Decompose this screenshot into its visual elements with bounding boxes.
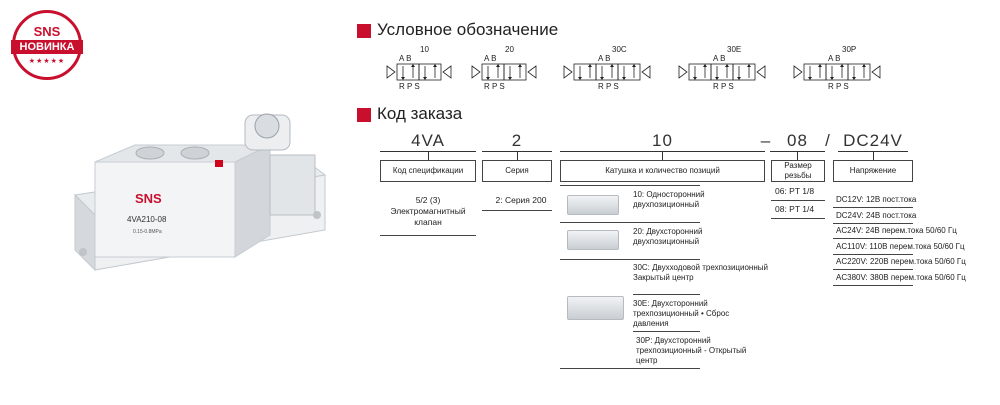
row-line [833,207,913,208]
row-line [560,185,700,186]
voltage-row: AC24V: 24В перем.тока 50/60 Гц [836,226,957,235]
code-coil: 10 [652,131,673,150]
symbols-title: Условное обозначение [377,20,559,39]
symbol-10 [386,63,452,81]
symbol-30C [563,63,651,81]
symbol-ports-bottom: R P S [828,82,849,91]
product-brand: SNS [135,191,162,206]
symbol-20 [471,63,537,81]
row-line [633,331,700,332]
voltage-row: AC110V: 110В перем.тока 50/60 Гц [836,241,965,251]
code-voltage: DC24V [843,131,903,150]
symbol-code: 10 [420,45,429,54]
symbol-30P [793,63,881,81]
coil-row-30p: 30P: Двухсторонний трехпозиционный - Отк… [636,336,747,365]
header-series: Серия [482,160,552,182]
voltage-row: AC220V: 220В перем.тока 50/60 Гц [836,257,966,266]
row-line [633,294,700,295]
symbol-ports-bottom: R P S [399,82,420,91]
code-slash: / [825,131,831,150]
valve-thumbnail [567,296,624,320]
connector [873,151,874,160]
symbol-code: 30P [842,45,857,54]
row-line [560,259,700,260]
badge-brand: SNS [33,24,61,39]
row-line [833,222,913,224]
thread-row-06: 06: PT 1/8 [775,186,815,196]
row-line [560,368,700,369]
header-coil: Катушка и количество позиций [560,160,765,182]
symbol-30E [678,63,766,81]
connector [662,151,663,160]
symbol-code: 30C [612,45,627,54]
coil-row-30e: 30E: Двухсторонний трехпозиционный • Сбр… [633,299,730,328]
connector [797,151,798,160]
symbol-ports-top: A B [828,54,841,63]
row-line [833,269,913,270]
header-thread: Размер резьбы [771,160,825,182]
code-series: 2 [511,131,523,150]
symbol-ports-bottom: R P S [484,82,505,91]
valve-thumbnail [567,230,619,250]
header-voltage: Напряжение [833,160,913,182]
symbol-ports-top: A B [484,54,497,63]
symbol-code: 30E [727,45,742,54]
coil-row-20: 20: Двухсторонний двухпозиционный [633,227,703,246]
section-marker [357,108,371,122]
row-line [380,235,476,236]
badge-stars: ★★★★★ [28,58,66,65]
symbol-ports-top: A B [399,54,412,63]
voltage-row: DC24V: 24В пост.тока [836,210,917,220]
row-line [833,253,913,255]
series-value: 2: Серия 200 [495,195,547,205]
symbol-ports-top: A B [598,54,611,63]
thread-row-08: 08: PT 1/4 [775,204,815,214]
row-line [560,222,700,223]
row-line [482,210,552,211]
connector [428,151,429,160]
voltage-row: DC12V: 12В пост.тока [836,195,917,204]
badge-label: НОВИНКА [11,40,83,54]
order-title: Код заказа [377,104,463,123]
row-line [833,238,913,239]
symbol-ports-bottom: R P S [713,82,734,91]
symbol-code: 20 [505,45,514,54]
spec-value: 5/2 (3) Электромагнитный клапан [390,195,466,227]
coil-row-10: 10: Односторонний двухпозиционный [633,190,705,209]
new-badge: SNS НОВИНКА ★★★★★ [11,10,83,80]
voltage-row: AC380V: 380В перем.тока 50/60 Гц [836,272,966,282]
symbol-ports-bottom: R P S [598,82,619,91]
code-spec: 4VA [411,131,445,150]
row-line [833,284,913,286]
code-thread: 08 [787,131,808,150]
product-model: 4VA210-08 [127,215,167,224]
header-spec: Код спецификации [380,160,476,182]
section-marker [357,24,371,38]
coil-row-30c: 30C: Двухходовой трехпозиционный Закрыты… [633,263,768,282]
connector [517,151,518,160]
product-image: SNS 4VA210-08 0.15-0.8MPa [73,113,327,272]
row-line [771,218,825,219]
symbol-ports-top: A B [713,54,726,63]
valve-thumbnail [567,195,619,215]
product-pressure: 0.15-0.8MPa [133,229,162,235]
row-line [771,200,825,201]
code-dash: – [760,131,772,150]
